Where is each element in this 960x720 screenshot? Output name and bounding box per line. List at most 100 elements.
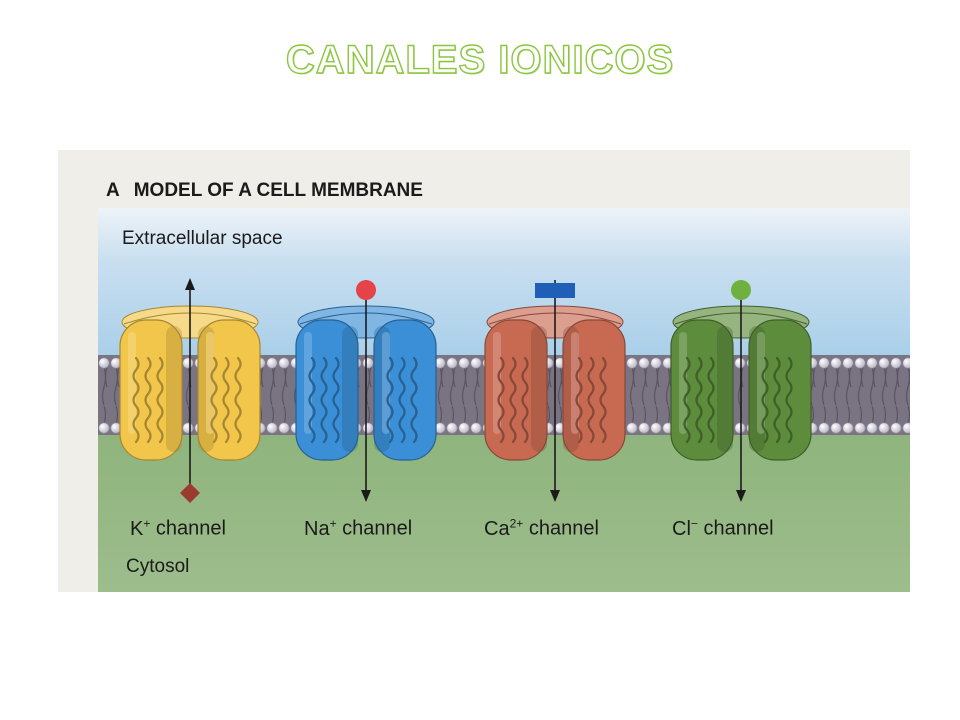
lipid-tail [452,366,456,388]
cytosol-label: Cytosol [126,556,190,577]
lipid-tail [824,366,828,388]
lipid [458,357,470,434]
lipid-tail [812,366,816,388]
alpha-helix [156,356,164,444]
subunit-highlight [206,332,214,434]
lipid-head [878,357,890,369]
lipid [830,357,842,434]
lipid-tail [476,366,480,388]
lipid [866,357,878,434]
lipid-head [830,357,842,369]
subunit-highlight [304,332,312,434]
lipid [434,357,446,434]
lipid-head [890,422,902,434]
alpha-helix [599,356,607,444]
alpha-helix [683,356,691,444]
figure-heading-text: MODEL OF A CELL MEMBRANE [133,180,423,201]
slide-title: CANALES IONICOS [285,37,675,82]
lipid-head [866,422,878,434]
subunit-shade [717,326,733,452]
lipid-head [650,422,662,434]
alpha-helix [132,356,140,444]
channel-label-cl: Cl− channel [672,516,774,540]
alpha-helix [497,356,505,444]
lipid-tail [872,366,876,388]
lipid-head [182,422,194,434]
ion-flow-arrow-ca [535,280,575,502]
lipid-head [818,422,830,434]
lipid-tail [883,405,887,425]
lipid-head [458,357,470,369]
lipid-tail [475,405,479,425]
lipid-head [638,422,650,434]
alpha-helix [785,356,793,444]
lipid [638,357,650,434]
lipid-head [878,422,890,434]
alpha-helix [761,356,769,444]
lipid-tail [835,405,839,425]
lipid-head [854,422,866,434]
lipid [878,357,890,434]
channel-subunit [748,319,812,461]
arrow-head [550,490,560,502]
lipid-tail [367,405,371,425]
lipid-tail [272,366,276,388]
lipid [98,357,110,434]
lipid [470,357,482,434]
subunit-highlight [382,332,390,434]
lipid-head [278,357,290,369]
subunit-highlight [571,332,579,434]
ion-flow-arrow-k [180,278,200,503]
lipid-tail [439,405,443,425]
extracellular-space-label: Extracellular space [122,228,283,249]
lipid-tail [643,405,647,425]
channel-ion: Cl− [672,516,698,540]
lipid-tail [908,368,910,386]
lipid [650,357,662,434]
lipid-head [446,357,458,369]
lipid-tail [823,405,827,425]
alpha-helix [707,356,715,444]
lipid-tail [368,366,372,388]
lipid [266,357,278,434]
lipid-tail [440,366,444,388]
lipid-tail [644,366,648,388]
lipid-tail [104,366,108,388]
lipid-head [818,357,830,369]
lipid-tail [656,366,660,388]
lipid-tail [260,366,264,388]
lipid-head [890,357,902,369]
lipid-tail [548,366,552,388]
lipid-tail [559,405,563,425]
subunit-highlight [757,332,765,434]
lipid-tail [847,405,851,425]
subunit-highlight [679,332,687,434]
lipid-tail [907,405,910,425]
lipid-tail [103,405,107,425]
lipid-head [278,422,290,434]
lipid-tail [464,366,468,388]
lipid-tail [271,405,275,425]
channel-ion: Ca2+ [484,516,524,540]
lipid-tail [116,366,120,388]
alpha-helix [210,356,218,444]
lipid [734,357,746,434]
lipid [626,357,638,434]
lipid-tail [848,366,852,388]
lipid-head [98,422,110,434]
lipid-head [734,357,746,369]
lipid-head [626,357,638,369]
channel-subunit [295,319,359,461]
ion-flow-arrow-cl [731,280,751,502]
lipid-head [266,422,278,434]
lipid-tail [655,405,659,425]
ion-marker-circle [731,280,751,300]
lipid-head [842,357,854,369]
lipid-tail [284,366,288,388]
alpha-helix [509,356,517,444]
lipid [110,357,122,434]
lipid [842,357,854,434]
lipid-head [470,357,482,369]
arrow-head [361,490,371,502]
